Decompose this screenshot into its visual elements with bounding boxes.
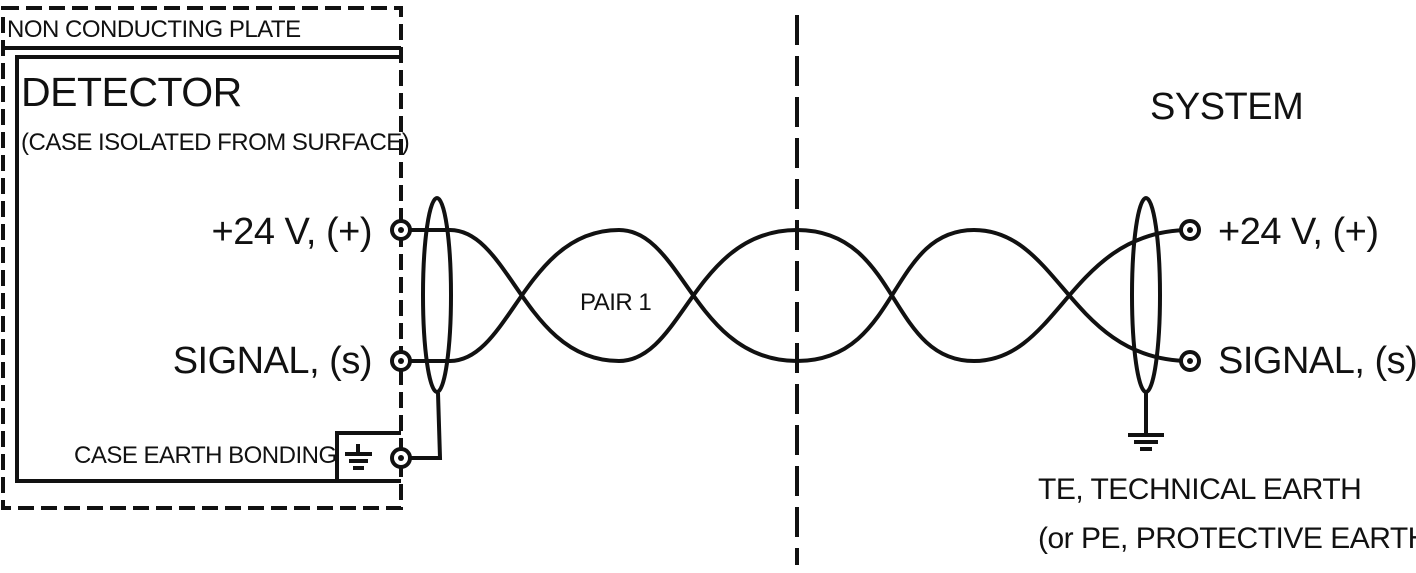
system-plus-label: +24 V, (+) <box>1218 211 1379 253</box>
detector-case-outline <box>15 55 401 483</box>
pair-label: PAIR 1 <box>580 289 652 316</box>
system-shield-ellipse <box>1130 196 1162 394</box>
detector-title: DETECTOR <box>21 69 242 115</box>
non-conducting-plate-outline <box>1 6 403 510</box>
detector-drain-wire <box>401 392 443 460</box>
plate-label: NON CONDUCTING PLATE <box>7 16 301 43</box>
detector-note: (CASE ISOLATED FROM SURFACE) <box>21 129 410 156</box>
detector-signal-label: SIGNAL, (s) <box>172 340 373 382</box>
system-signal-label: SIGNAL, (s) <box>1218 340 1416 382</box>
case-earth-box <box>335 431 401 481</box>
protective-earth-label: (or PE, PROTECTIVE EARTH) <box>1038 522 1416 555</box>
technical-earth-label: TE, TECHNICAL EARTH <box>1038 473 1362 506</box>
detector-shield-ellipse <box>421 196 453 394</box>
detector-plus-label: +24 V, (+) <box>211 211 373 253</box>
case-earth-ground-icon <box>345 444 372 470</box>
technical-earth-ground-icon <box>1128 433 1164 451</box>
system-title: SYSTEM <box>1150 86 1304 128</box>
case-earth-label: CASE EARTH BONDING <box>74 442 337 469</box>
